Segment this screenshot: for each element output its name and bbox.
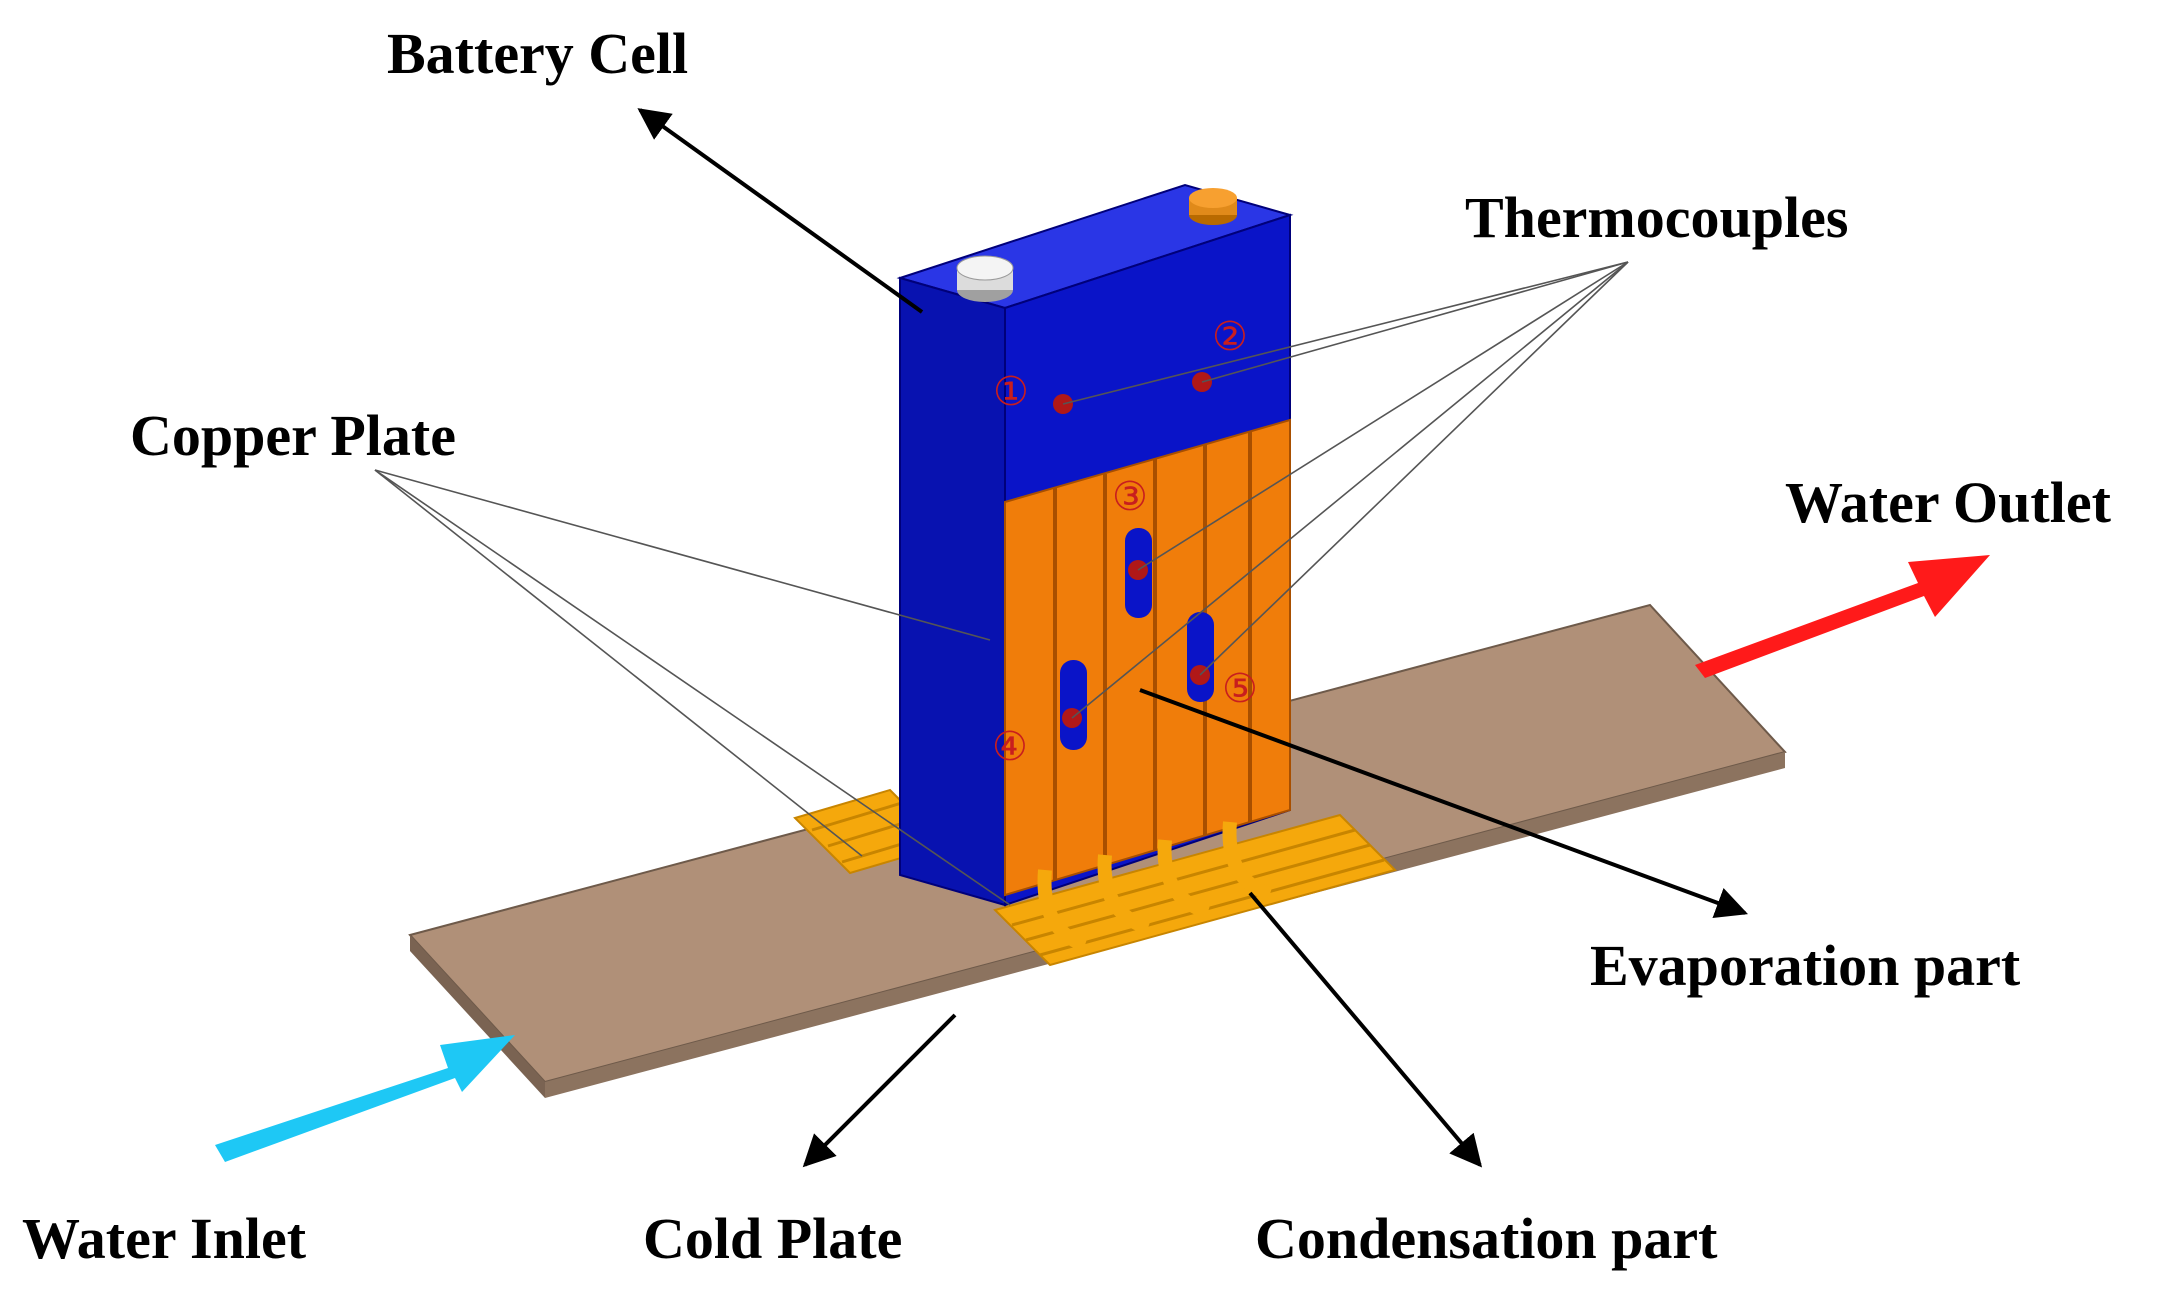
label-evaporation-part: Evaporation part	[1590, 933, 2021, 998]
thermocouple-marker-3: ③	[1112, 474, 1148, 520]
label-copper-plate: Copper Plate	[130, 403, 456, 468]
condensation-fins-front	[993, 813, 1397, 967]
label-water-outlet: Water Outlet	[1785, 470, 2112, 535]
water-inlet-arrow	[215, 1035, 515, 1162]
thermocouple-marker-5: ⑤	[1222, 666, 1258, 712]
pointer-arrows	[637, 108, 1749, 1168]
copper-fin-bends	[1037, 821, 1273, 952]
copper-plate	[1004, 418, 1291, 897]
thermocouple-marker-4: ④	[992, 724, 1028, 770]
label-condensation-part: Condensation part	[1255, 1206, 1718, 1271]
thermocouple-marker-2: ②	[1212, 314, 1248, 360]
thermocouple-markers: ① ② ③ ④ ⑤	[992, 314, 1258, 770]
leader-lines	[374, 261, 1629, 906]
label-water-inlet: Water Inlet	[22, 1206, 307, 1271]
label-battery-cell: Battery Cell	[387, 21, 688, 86]
thermocouple-marker-1: ①	[993, 369, 1029, 415]
water-outlet-arrow	[1695, 555, 1990, 678]
label-thermocouples: Thermocouples	[1465, 185, 1848, 250]
label-cold-plate: Cold Plate	[643, 1206, 902, 1271]
